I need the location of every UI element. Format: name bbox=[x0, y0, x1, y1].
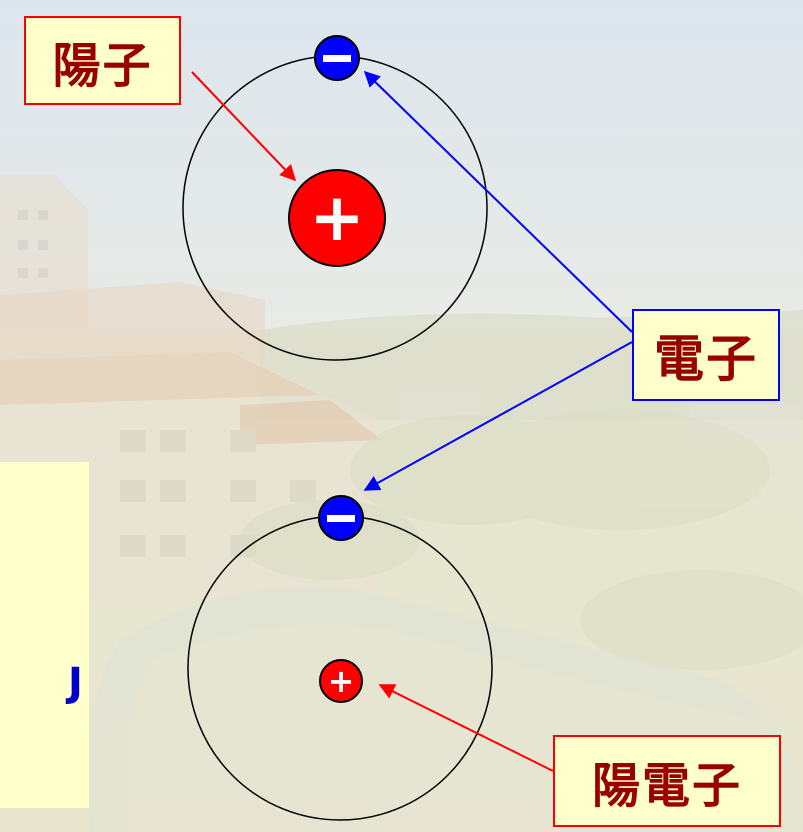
distant-buildings bbox=[400, 390, 800, 440]
proton-label: 陽子 bbox=[24, 16, 181, 105]
electron-label: 電子 bbox=[632, 309, 780, 401]
positron-arrow bbox=[378, 684, 554, 772]
positron-nucleus bbox=[319, 659, 363, 703]
main-building bbox=[0, 282, 382, 600]
proton-plus-sign: + bbox=[309, 179, 364, 256]
proton-nucleus bbox=[288, 169, 386, 267]
trees bbox=[240, 410, 803, 670]
side-text-fragment: J bbox=[68, 660, 83, 706]
electron-arrow-bottom bbox=[363, 341, 633, 491]
electron-top-minus-sign bbox=[323, 55, 351, 62]
electron-bottom-minus-sign bbox=[327, 515, 355, 522]
side-text-panel bbox=[0, 462, 89, 808]
electron-arrow-top bbox=[363, 70, 633, 333]
positron-plus-sign: + bbox=[328, 662, 355, 700]
proton-arrow bbox=[191, 71, 297, 182]
positron-label: 陽電子 bbox=[553, 735, 781, 827]
